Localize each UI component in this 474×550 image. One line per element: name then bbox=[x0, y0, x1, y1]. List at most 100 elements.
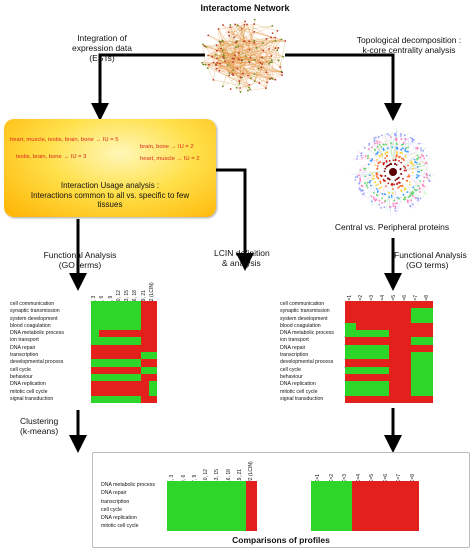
right-heatmap-cell bbox=[345, 388, 357, 396]
left-heatmap-cell bbox=[124, 395, 133, 404]
left-heatmap-cell bbox=[148, 352, 158, 360]
comparison-right-cell bbox=[378, 489, 393, 498]
right-heatmap-cell bbox=[367, 322, 379, 331]
right-heatmap-cell bbox=[367, 388, 379, 396]
comparison-left-cell bbox=[189, 489, 202, 498]
right-heatmap-cell bbox=[378, 359, 390, 367]
right-heatmap-cell bbox=[356, 381, 368, 389]
left-heatmap-cell bbox=[115, 388, 125, 396]
right-heatmap-cell bbox=[345, 322, 357, 331]
comparison-left-cell bbox=[167, 522, 179, 532]
left-heatmap-cell bbox=[124, 388, 133, 396]
comparison-right-cell bbox=[365, 489, 379, 498]
left-heatmap-cell bbox=[140, 359, 150, 367]
right-heatmap-cell bbox=[378, 388, 390, 396]
right-heatmap-cell bbox=[389, 381, 401, 389]
left-heatmap-cell bbox=[91, 308, 100, 316]
comparison-left-cell bbox=[178, 506, 190, 515]
comparison-right-cell bbox=[311, 522, 325, 532]
comparison-left-cell bbox=[245, 497, 258, 507]
comparison-left-cell bbox=[212, 506, 224, 515]
right-heatmap-cell bbox=[345, 330, 357, 338]
left-heatmap-cell bbox=[148, 388, 158, 396]
right-heatmap-row-label-2: system development bbox=[280, 315, 328, 322]
clustering-line-2: (k-means) bbox=[20, 426, 59, 436]
right-heatmap-cell bbox=[422, 308, 434, 316]
left-heatmap-cell bbox=[107, 373, 117, 382]
right-heatmap-cell bbox=[356, 388, 368, 396]
left-heatmap-cell bbox=[107, 301, 117, 309]
left-heatmap-cell bbox=[148, 330, 158, 338]
usage-example-1: heart, muscle, testis, brain, bone → IU … bbox=[10, 137, 119, 143]
right-heatmap-cell bbox=[389, 344, 401, 353]
left-heatmap-cell bbox=[132, 366, 141, 375]
left-heatmap-cell bbox=[91, 395, 100, 404]
left-heatmap-cell bbox=[115, 373, 125, 382]
left-heatmap-cell bbox=[115, 352, 125, 360]
comparison-left-cell bbox=[200, 489, 213, 498]
left-heatmap-row-label-11: DNA replication bbox=[10, 381, 46, 388]
right-heatmap-row-label-4: DNA metabolic process bbox=[280, 330, 334, 337]
left-heatmap-row-label-12: mitotic cell cycle bbox=[10, 388, 48, 395]
right-heatmap-cell bbox=[345, 366, 357, 375]
right-heatmap-cell bbox=[400, 337, 412, 345]
right-heatmap-cell bbox=[422, 322, 434, 331]
left-heatmap-cell bbox=[115, 395, 125, 404]
left-heatmap-cell bbox=[148, 381, 158, 389]
left-heatmap-cell bbox=[91, 330, 100, 338]
left-heatmap-cell bbox=[140, 337, 150, 345]
right-heatmap-cell bbox=[422, 344, 434, 353]
comparison-left-cell bbox=[167, 481, 179, 490]
left-heatmap-cell bbox=[107, 330, 117, 338]
left-heatmap-cell bbox=[99, 373, 108, 382]
left-heatmap-row-label-7: transcription bbox=[10, 352, 39, 359]
left-heatmap-cell bbox=[124, 315, 133, 324]
comparison-right-cell bbox=[338, 514, 352, 523]
comparison-left-cell bbox=[178, 497, 190, 507]
right-heatmap-cell bbox=[345, 301, 357, 309]
comparison-right-cell bbox=[324, 497, 339, 507]
left-heatmap-cell bbox=[140, 322, 150, 331]
right-heatmap-cell bbox=[400, 388, 412, 396]
left-heatmap-cell bbox=[91, 322, 100, 331]
right-heatmap-cell bbox=[389, 359, 401, 367]
left-heatmap-cell bbox=[99, 352, 108, 360]
comparison-left-cell bbox=[212, 514, 224, 523]
left-heatmap-cell bbox=[124, 344, 133, 353]
comparison-left-cell bbox=[223, 481, 235, 490]
right-heatmap-cell bbox=[367, 330, 379, 338]
right-heatmap-row-label-6: DNA repair bbox=[280, 344, 306, 351]
integration-label-line-1: Integration of bbox=[77, 33, 127, 43]
comparison-right-cell bbox=[351, 506, 366, 515]
right-heatmap-cell bbox=[378, 373, 390, 382]
left-heatmap-cell bbox=[107, 322, 117, 331]
comparison-left-cell bbox=[223, 497, 235, 507]
right-heatmap-cell bbox=[356, 337, 368, 345]
right-heatmap-cell bbox=[356, 315, 368, 324]
comparison-left-cell bbox=[223, 522, 235, 532]
comparison-left-cell bbox=[245, 506, 258, 515]
left-heatmap-cell bbox=[91, 344, 100, 353]
left-heatmap-row-label-2: system development bbox=[10, 315, 58, 322]
right-heatmap-cell bbox=[356, 308, 368, 316]
left-heatmap-cell bbox=[132, 352, 141, 360]
left-heatmap-row-label-1: synaptic transmission bbox=[10, 308, 60, 315]
left-heatmap-cell bbox=[99, 366, 108, 375]
right-heatmap-cell bbox=[411, 344, 423, 353]
left-heatmap-cell bbox=[124, 381, 133, 389]
left-heatmap-cell bbox=[99, 308, 108, 316]
left-heatmap-cell bbox=[124, 373, 133, 382]
left-functional-line-2: (GO terms) bbox=[58, 260, 102, 270]
left-heatmap-cell bbox=[115, 366, 125, 375]
right-heatmap-cell bbox=[400, 395, 412, 404]
left-heatmap-cell bbox=[99, 322, 108, 331]
comparison-right-cell bbox=[392, 522, 406, 532]
left-heatmap-cell bbox=[140, 344, 150, 353]
left-heatmap-cell bbox=[115, 330, 125, 338]
central-peripheral-label: Central vs. Peripheral proteins bbox=[334, 222, 450, 232]
comparison-right-cell bbox=[351, 489, 366, 498]
left-heatmap-cell bbox=[140, 366, 150, 375]
comparison-right-cell bbox=[338, 522, 352, 532]
right-heatmap-row-label-8: developmental process bbox=[280, 359, 334, 366]
